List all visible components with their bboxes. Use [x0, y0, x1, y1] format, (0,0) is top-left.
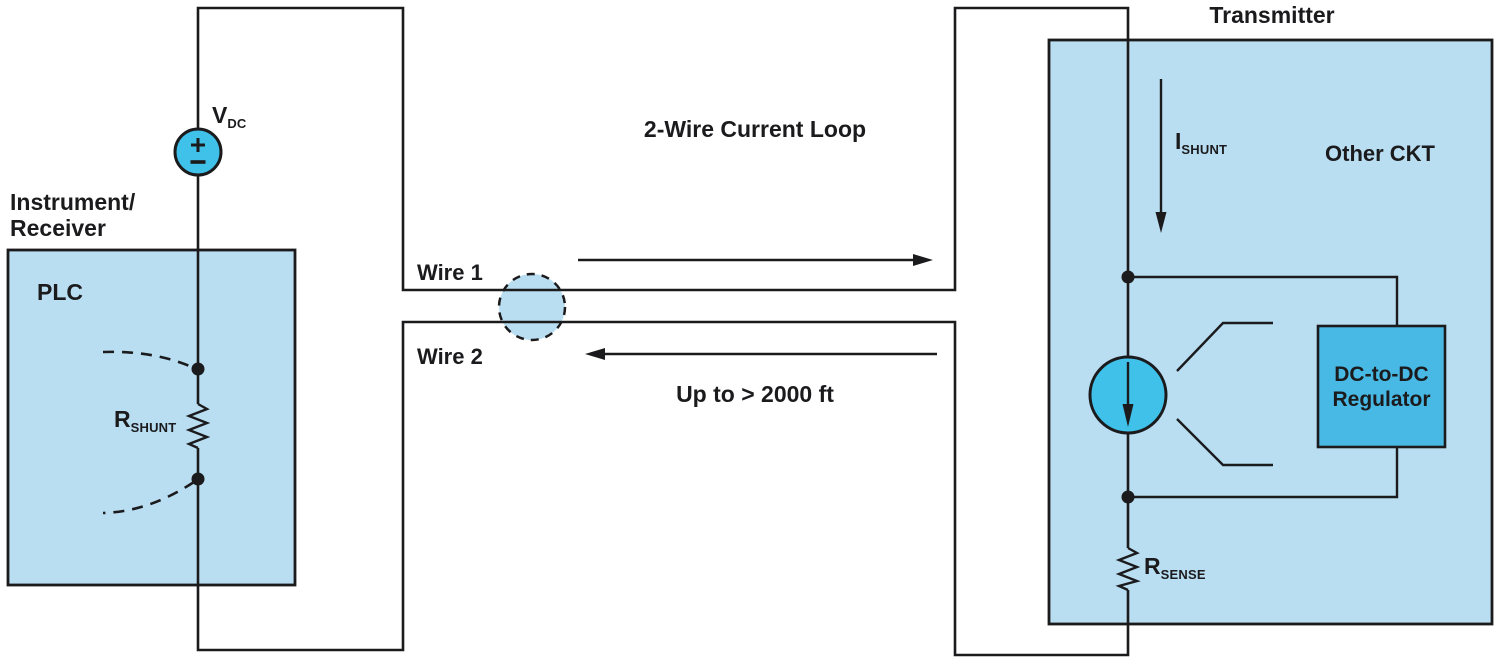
- dcdc-label-line2: Regulator: [1332, 388, 1431, 411]
- ishunt-arrow-icon: [1155, 79, 1167, 233]
- distance-label: Up to > 2000 ft: [676, 381, 834, 407]
- node-dot: [1121, 490, 1135, 504]
- plc-box: [6, 248, 297, 587]
- wire1-label: Wire 1: [417, 260, 483, 285]
- current-source-icon: [1088, 355, 1168, 435]
- receiver-title-line2: Receiver: [10, 215, 106, 241]
- wire2-arrow-icon: [585, 348, 937, 360]
- fork-upper-icon: [1176, 321, 1273, 372]
- plc-dashed-stub-lower: [102, 480, 195, 515]
- wire1-arrow-icon: [578, 254, 933, 266]
- wire1-path: [196, 6, 1130, 548]
- regulator-top-connector: [1128, 275, 1399, 326]
- vdc-label: VDC: [212, 102, 247, 131]
- plc-label: PLC: [37, 279, 83, 305]
- receiver-title-line1: Instrument/: [10, 189, 136, 215]
- node-dot: [1121, 270, 1135, 284]
- plc-dashed-stub-upper: [102, 350, 193, 369]
- other-ckt-label: Other CKT: [1325, 141, 1435, 166]
- wire2-label: Wire 2: [417, 344, 483, 369]
- twisted-pair-circle-icon: [497, 272, 567, 342]
- regulator-bottom-connector: [1128, 447, 1399, 499]
- ishunt-label: ISHUNT: [1175, 128, 1228, 157]
- receiver-title: Instrument/ Receiver: [10, 189, 135, 241]
- vdc-source-icon: [173, 127, 223, 177]
- wire2-path: [196, 320, 1130, 657]
- rsense-label: RSENSE: [1144, 553, 1206, 582]
- rshunt-resistor-icon: [185, 402, 211, 450]
- loop-title: 2-Wire Current Loop: [643, 116, 867, 142]
- dcdc-regulator-box: [1316, 324, 1447, 449]
- rsense-resistor-icon: [1115, 546, 1141, 592]
- node-dot: [191, 472, 205, 486]
- rshunt-label: RSHUNT: [114, 406, 177, 435]
- node-dot: [191, 362, 205, 376]
- fork-lower-icon: [1176, 418, 1273, 467]
- transmitter-title: Transmitter: [1209, 2, 1335, 28]
- dcdc-label-line1: DC-to-DC: [1334, 363, 1429, 386]
- dcdc-regulator-label: DC-to-DC Regulator: [1318, 362, 1445, 412]
